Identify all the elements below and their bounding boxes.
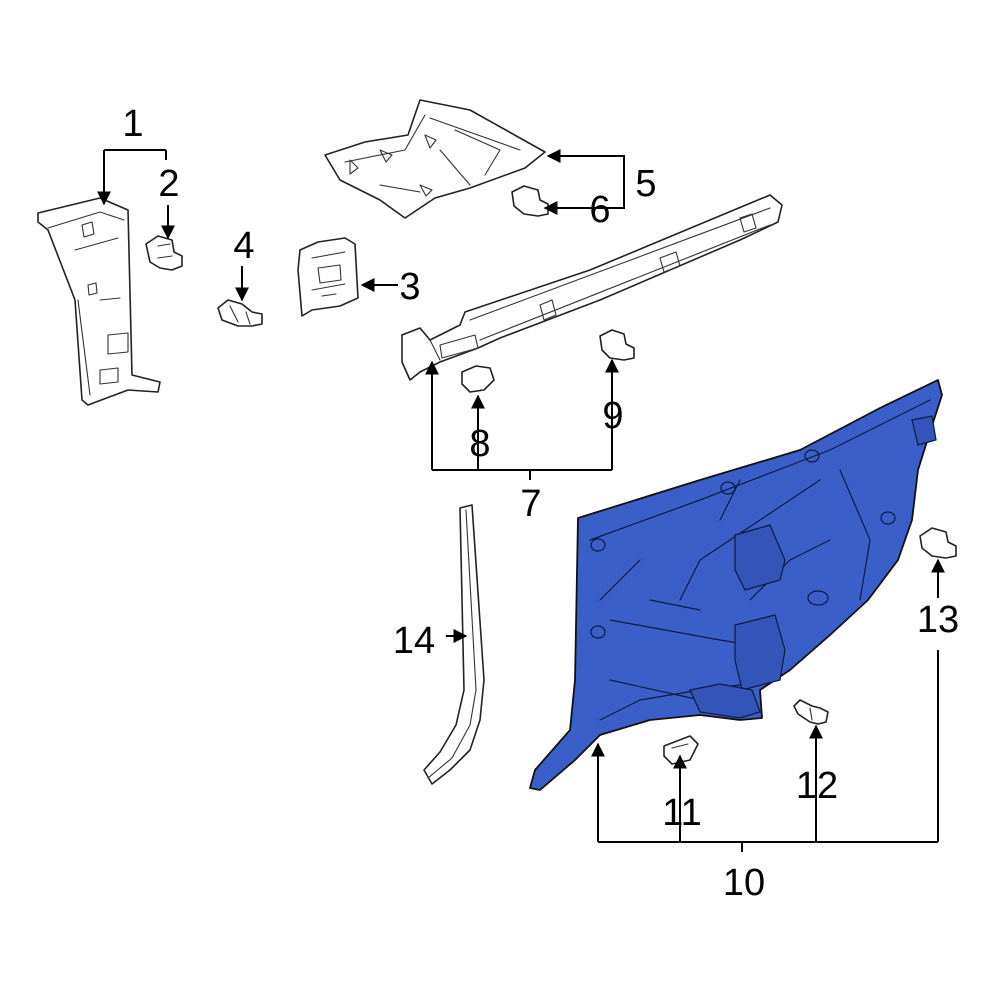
part-4-clip [217, 299, 263, 327]
callout-14: 14 [393, 620, 435, 662]
callout-1: 1 [122, 103, 143, 145]
part-11-clip [663, 735, 699, 765]
callout-10: 10 [723, 862, 765, 904]
callout-9: 9 [602, 395, 623, 437]
callout-12: 12 [796, 765, 838, 807]
part-14-weatherstrip [423, 504, 485, 785]
part-2-clip [145, 235, 183, 271]
part-1-pillar-trim [37, 197, 161, 406]
callout-4: 4 [233, 225, 254, 267]
callout-7: 7 [520, 483, 541, 525]
part-9-clip [599, 329, 635, 361]
part-7-sill-trim [401, 194, 783, 381]
part-13-clip [919, 527, 957, 559]
leader-lines [97, 149, 945, 852]
callout-6: 6 [589, 189, 610, 231]
part-10-quarter-panel [529, 379, 943, 791]
callout-3: 3 [399, 266, 420, 308]
leader-5-bracket [548, 155, 625, 209]
part-3-bracket [297, 237, 359, 317]
part-8-clip [461, 365, 495, 393]
callout-11: 11 [662, 792, 701, 834]
callout-2: 2 [158, 163, 179, 205]
part-12-screw [793, 699, 829, 725]
callout-13: 13 [917, 599, 959, 641]
callout-5: 5 [635, 163, 656, 205]
part-5-upper-trim [324, 99, 546, 219]
part-6-clip [511, 185, 549, 217]
callout-labels: 1 2 3 4 5 6 7 8 9 10 11 12 13 14 [122, 103, 959, 904]
callout-8: 8 [469, 423, 490, 465]
